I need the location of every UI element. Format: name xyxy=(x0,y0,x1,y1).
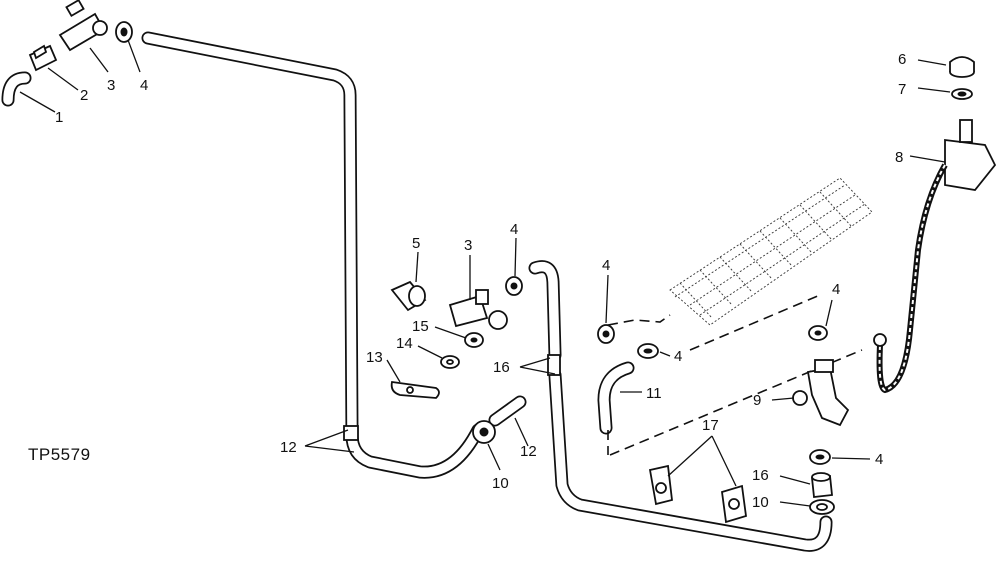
callout-14: 14 xyxy=(396,335,413,352)
callout-5: 5 xyxy=(412,235,420,252)
callout-11: 11 xyxy=(646,385,662,402)
grommet-10-center xyxy=(472,420,496,444)
callout-15: 15 xyxy=(412,318,429,335)
bracket-13 xyxy=(390,380,440,399)
callout-6: 6 xyxy=(898,51,906,68)
grommet-10-lower xyxy=(809,499,835,515)
callout-2: 2 xyxy=(80,87,88,104)
valve-3-center xyxy=(448,289,508,330)
clamp-4-center xyxy=(505,276,523,296)
shutoff-valve-9 xyxy=(792,359,850,427)
nut-15 xyxy=(464,332,484,348)
callout-4-mid2: 4 xyxy=(674,348,682,365)
callout-9: 9 xyxy=(753,392,761,409)
callout-10-center: 10 xyxy=(492,475,509,492)
hidden-line-upper xyxy=(607,314,671,326)
callout-4-top: 4 xyxy=(140,77,148,94)
clamp-4-lower xyxy=(809,449,831,465)
cap-6 xyxy=(949,56,975,78)
elbow-hose-11 xyxy=(597,361,635,435)
callout-12-center: 12 xyxy=(520,443,537,460)
callout-3-top: 3 xyxy=(107,77,115,94)
callout-labels: 1 2 3 4 6 7 8 5 3 4 4 15 14 13 16 11 4 4… xyxy=(55,51,906,511)
fitting-2 xyxy=(28,44,58,72)
callout-4-lower: 4 xyxy=(875,451,883,468)
long-hose-left xyxy=(141,31,485,479)
callout-13: 13 xyxy=(366,349,383,366)
hidden-line-right xyxy=(689,294,821,351)
callout-10-lower: 10 xyxy=(752,494,769,511)
control-cable-8 xyxy=(873,119,997,394)
heater-core xyxy=(669,177,873,326)
callout-1: 1 xyxy=(55,109,63,126)
callout-4-mid: 4 xyxy=(602,257,610,274)
clamp-4-top xyxy=(115,21,133,43)
clamp-4-right xyxy=(808,325,828,341)
callout-17: 17 xyxy=(702,417,719,434)
clips-17 xyxy=(648,464,747,524)
clamp-4-mid2 xyxy=(637,343,659,359)
fitting-5 xyxy=(390,280,427,312)
elbow-hose-1 xyxy=(1,71,32,107)
callout-12-left: 12 xyxy=(280,439,297,456)
sleeve-16-lower xyxy=(811,472,833,498)
callout-16-center: 16 xyxy=(493,359,510,376)
washer-14 xyxy=(440,355,460,369)
figure-code: TP5579 xyxy=(28,445,91,464)
clamp-4-mid1 xyxy=(597,324,615,344)
sleeves-16-center xyxy=(547,354,561,376)
callout-4-center: 4 xyxy=(510,221,518,238)
nut-7 xyxy=(951,88,973,100)
callout-7: 7 xyxy=(898,81,906,98)
sleeves-12-left xyxy=(343,425,359,441)
callout-16-lower: 16 xyxy=(752,467,769,484)
valve-3-top xyxy=(58,0,108,52)
callout-3-center: 3 xyxy=(464,237,472,254)
short-hose-12 xyxy=(488,395,527,427)
callout-8: 8 xyxy=(895,149,903,166)
leader-lines xyxy=(19,39,951,507)
long-hose-center xyxy=(528,260,833,552)
callout-4-right: 4 xyxy=(832,281,840,298)
